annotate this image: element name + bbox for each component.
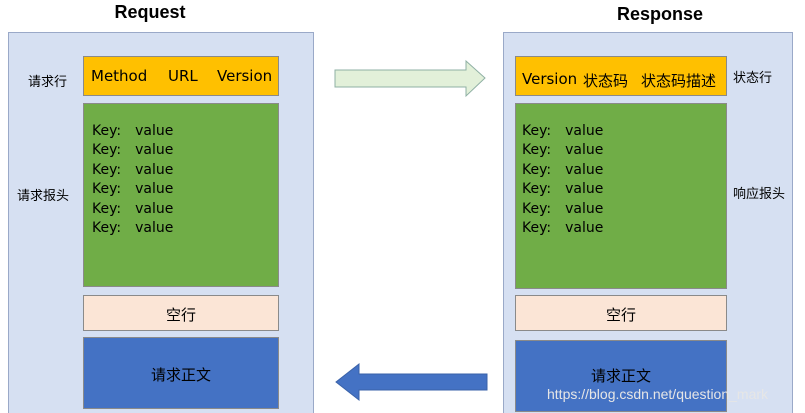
response-header-value: value (565, 200, 604, 217)
request-body: 请求正文 (150, 366, 211, 384)
request-header-row: Key: value (92, 180, 173, 199)
request-headers-label: 请求报头 (17, 189, 70, 204)
status-version: Version (522, 70, 578, 88)
request-header-key: Key: (92, 181, 122, 198)
response-header-row: Key: value (522, 200, 603, 219)
status-line-label: 状态行 (733, 71, 773, 86)
request-header-value: value (135, 142, 174, 159)
response-header-key: Key: (522, 161, 552, 178)
response-body: 请求正文 (590, 367, 651, 385)
request-header-value: value (135, 181, 174, 198)
request-header-key: Key: (92, 142, 122, 159)
request-body-box: 请求正文 (83, 337, 279, 409)
request-method: Method (91, 67, 148, 85)
response-header-row: Key: value (522, 161, 603, 180)
request-header-key: Key: (92, 220, 122, 237)
request-header-row: Key: value (92, 161, 173, 180)
response-header-key: Key: (522, 181, 552, 198)
request-header-row: Key: value (92, 200, 173, 219)
response-header-value: value (565, 123, 604, 139)
request-header-key: Key: (92, 200, 122, 217)
request-header-key: Key: (92, 123, 122, 139)
request-title: Request (114, 2, 186, 22)
response-header-key: Key: (522, 142, 552, 159)
response-header-key: Key: (522, 200, 552, 217)
response-header-key: Key: (522, 123, 552, 139)
response-header-value: value (565, 142, 604, 159)
request-header-value: value (135, 123, 174, 139)
response-header-row: Key: value (522, 141, 603, 160)
status-description: 状态码描述 (641, 72, 717, 90)
response-header-key: Key: (522, 220, 552, 237)
response-header-row: Key: value (522, 122, 603, 141)
request-to-response-arrow-icon (334, 59, 486, 98)
response-blank-line-box: 空行 (515, 295, 727, 331)
request-url: URL (168, 67, 198, 85)
request-line-label: 请求行 (28, 75, 68, 90)
request-header-value: value (135, 200, 174, 217)
request-header-key: Key: (92, 161, 122, 178)
request-version: Version (217, 67, 273, 85)
request-line-box: Method URL Version (83, 56, 279, 96)
request-header-row: Key: value (92, 122, 173, 141)
request-header-value: value (135, 220, 174, 237)
response-to-request-arrow-icon (335, 362, 488, 402)
response-header-value: value (565, 181, 604, 198)
request-blank-line: 空行 (165, 306, 196, 324)
request-header-row: Key: value (92, 219, 173, 238)
response-blank-line: 空行 (605, 306, 636, 324)
request-header-value: value (135, 161, 174, 178)
response-header-row: Key: value (522, 219, 603, 238)
response-body-box: 请求正文 (515, 340, 727, 412)
response-header-row: Key: value (522, 180, 603, 199)
status-line-box: Version 状态码 状态码描述 (515, 56, 727, 96)
request-header-row: Key: value (92, 141, 173, 160)
status-code: 状态码 (583, 72, 629, 90)
response-header-value: value (565, 161, 604, 178)
response-header-value: value (565, 220, 604, 237)
request-blank-line-box: 空行 (83, 295, 279, 331)
response-title: Response (616, 4, 704, 24)
response-headers-label: 响应报头 (733, 187, 786, 202)
watermark: https://blog.csdn.net/question_mark (547, 386, 769, 402)
